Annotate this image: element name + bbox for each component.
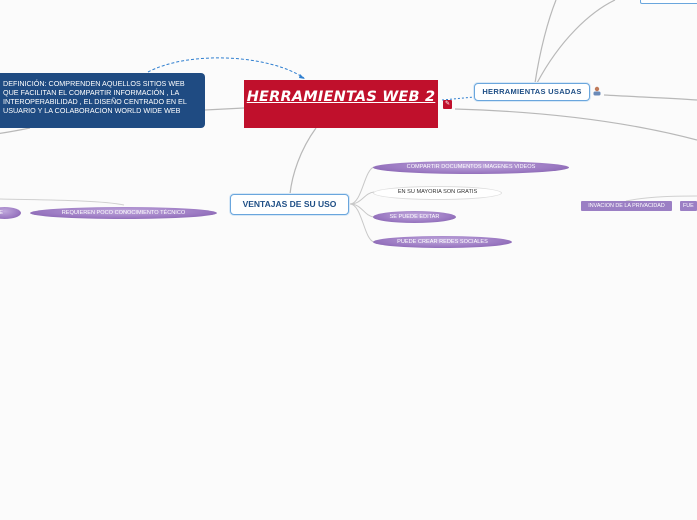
left-item-requieren-label: REQUIEREN POCO CONOCIMIENTO TÉCNICO: [62, 210, 186, 216]
connector-definition-out: [0, 128, 30, 134]
ventaja-item-3-label: SE PUEDE EDITAR: [390, 214, 440, 220]
ventaja-item-4[interactable]: PUEDE CREAR REDES SOCIALES: [373, 236, 512, 248]
connector-definition: [205, 108, 244, 110]
central-topic[interactable]: HERRAMIENTAS WEB 2: [244, 80, 438, 128]
ventaja-item-3[interactable]: SE PUEDE EDITAR: [373, 211, 456, 223]
left-item-requieren[interactable]: REQUIEREN POCO CONOCIMIENTO TÉCNICO: [30, 207, 217, 219]
arc-arrowhead: [299, 74, 305, 79]
connector-herr-up1: [535, 0, 556, 83]
central-title: HERRAMIENTAS WEB 2: [247, 89, 436, 105]
connector-left: [0, 199, 124, 205]
connector-herr-right: [604, 95, 697, 100]
ventaja-item-2[interactable]: EN SU MAYORIA SON GRATIS: [373, 186, 502, 200]
ventaja-item-1-label: COMPARTIR DOCUMENTOS IMAGENES VIDEOS: [407, 164, 536, 170]
definition-box[interactable]: DEFINICIÓN: COMPRENDEN AQUELLOS SITIOS W…: [0, 73, 205, 128]
user-icon: [592, 86, 602, 96]
note-icon[interactable]: ✎: [443, 100, 452, 109]
connector-v3: [350, 204, 374, 217]
right-item-cut[interactable]: FUE: [680, 201, 697, 211]
branch-herramientas-label: HERRAMIENTAS USADAS: [482, 87, 581, 96]
right-item-cut-label: FUE: [683, 203, 694, 209]
branch-ventajas-label: VENTAJAS DE SU USO: [243, 199, 337, 209]
right-item-invacion-label: INVACION DE LA PRIVACIDAD: [588, 203, 664, 209]
branch-herramientas[interactable]: HERRAMIENTAS USADAS: [474, 83, 590, 101]
connector-v2: [350, 192, 374, 204]
connector-ventajas: [290, 128, 316, 194]
ventaja-item-4-label: PUEDE CREAR REDES SOCIALES: [397, 239, 488, 245]
right-item-invacion[interactable]: INVACION DE LA PRIVACIDAD: [581, 201, 672, 211]
connector-herr-up2: [537, 0, 615, 83]
branch-ventajas[interactable]: VENTAJAS DE SU USO: [230, 194, 349, 215]
ventaja-item-1[interactable]: COMPARTIR DOCUMENTOS IMAGENES VIDEOS: [373, 161, 569, 174]
ventaja-item-2-label: EN SU MAYORIA SON GRATIS: [398, 189, 477, 195]
connector-right: [455, 109, 697, 140]
definition-text: DEFINICIÓN: COMPRENDEN AQUELLOS SITIOS W…: [3, 79, 187, 115]
left-item-cut-label: E: [0, 210, 3, 216]
offscreen-node[interactable]: [640, 0, 697, 4]
